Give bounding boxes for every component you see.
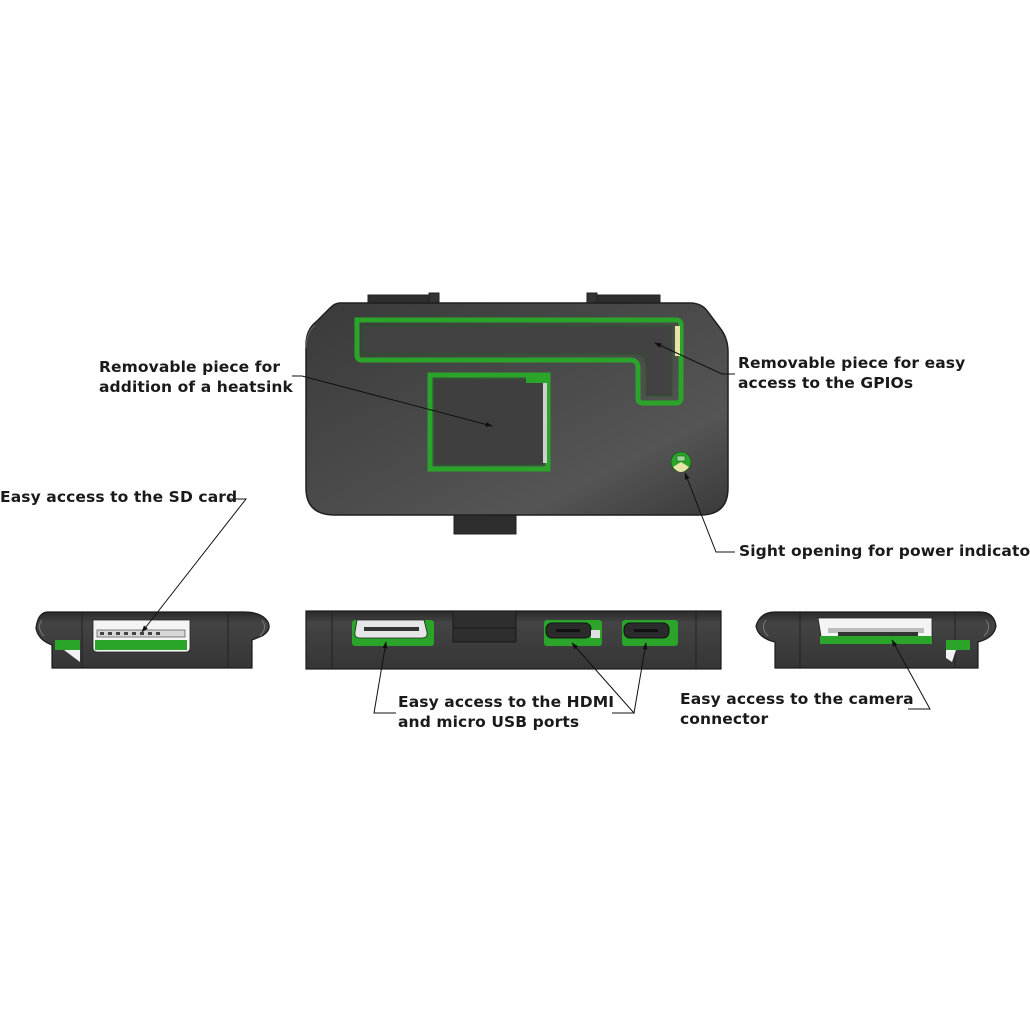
callout-line: Removable piece for easy <box>738 354 966 372</box>
callout-power-indicator-label: Sight opening for power indicator <box>739 541 1030 561</box>
front-side-view-case <box>305 610 722 670</box>
callout-hdmi-usb-label: Easy access to the HDMI and micro USB po… <box>398 692 614 732</box>
right-side-view-case <box>755 611 997 669</box>
callout-camera-label: Easy access to the camera connector <box>680 689 914 729</box>
callout-heatsink-label: Removable piece for addition of a heatsi… <box>99 357 293 397</box>
callout-sd-card-label: Easy access to the SD card <box>0 487 237 507</box>
left-side-view-case <box>35 611 270 669</box>
callout-line: access to the GPIOs <box>738 374 914 392</box>
callout-line: Sight opening for power indicator <box>739 542 1030 560</box>
callout-line: Removable piece for <box>99 358 281 376</box>
callout-gpio-label: Removable piece for easy access to the G… <box>738 353 965 393</box>
top-view-case <box>305 292 729 535</box>
leader-lines <box>141 342 931 714</box>
callout-line: and micro USB ports <box>398 713 580 731</box>
callout-line: Easy access to the camera <box>680 690 914 708</box>
callout-line: addition of a heatsink <box>99 378 293 396</box>
callout-line: Easy access to the HDMI <box>398 693 615 711</box>
callout-line: connector <box>680 710 769 728</box>
callout-line: Easy access to the SD card <box>0 488 238 506</box>
